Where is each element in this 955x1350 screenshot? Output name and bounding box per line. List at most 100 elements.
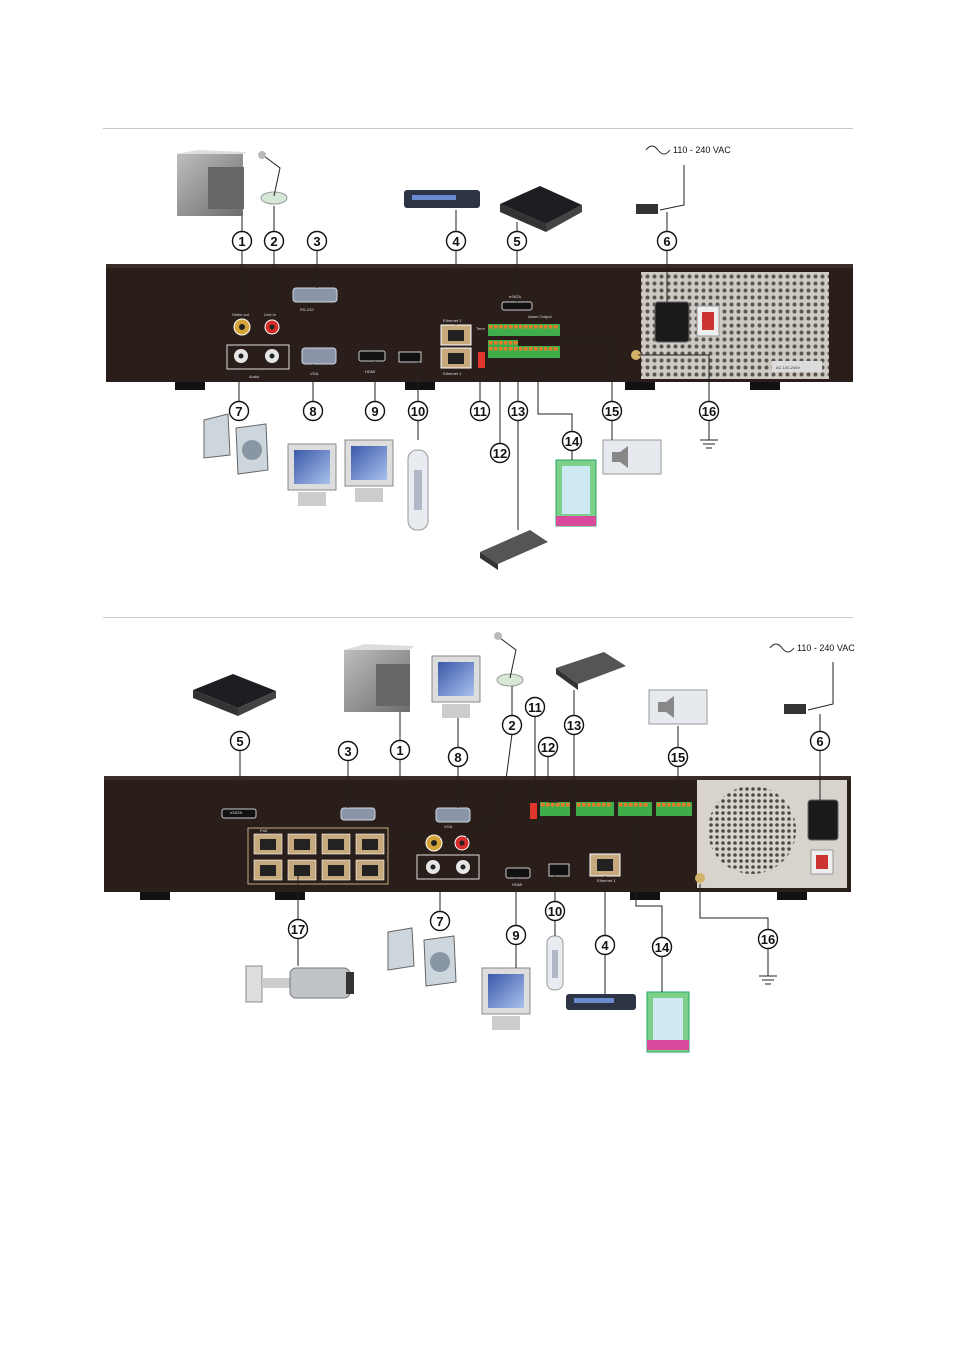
- svg-text:13: 13: [511, 404, 525, 419]
- svg-text:16: 16: [702, 404, 716, 419]
- callout-2: 2: [503, 716, 522, 735]
- terminal-block: [540, 802, 570, 816]
- callout-3: 3: [308, 232, 327, 251]
- ip-camera-device: [246, 966, 354, 1002]
- hdmi-label-top: HDMI: [365, 369, 375, 374]
- callout-7: 7: [230, 402, 249, 421]
- callout-6: 6: [658, 232, 677, 251]
- svg-text:13: 13: [567, 718, 581, 733]
- svg-text:16: 16: [761, 932, 775, 947]
- terminal-block: [488, 324, 560, 336]
- poe-port: [322, 860, 350, 880]
- callout-15: 15: [603, 402, 622, 421]
- ethernet2-label: Ethernet 2: [443, 318, 462, 323]
- callout-11: 11: [526, 698, 545, 717]
- power-socket-top: [655, 302, 689, 342]
- hdmi-label-bottom: HDMI: [512, 882, 522, 887]
- terminal-block: [488, 346, 560, 358]
- svg-text:2: 2: [508, 718, 515, 733]
- rs232-port-bottom: [341, 808, 375, 820]
- hdmi-port-bottom: [506, 868, 530, 878]
- ac-wave-top: [646, 146, 670, 154]
- fan-grille: [708, 786, 796, 874]
- alarm-output-siren-device: [603, 440, 661, 474]
- ac-wave-bottom: [770, 644, 794, 652]
- svg-text:10: 10: [411, 404, 425, 419]
- svg-text:10: 10: [548, 904, 562, 919]
- svg-text:6: 6: [663, 234, 670, 249]
- callout-10: 10: [546, 902, 565, 921]
- svg-text:9: 9: [512, 928, 519, 943]
- svg-text:5: 5: [513, 234, 520, 249]
- power-cord-bottom: [784, 662, 833, 714]
- svg-text:3: 3: [313, 234, 320, 249]
- svg-text:1: 1: [238, 234, 245, 249]
- power-label-bottom: 110 - 240 VAC: [797, 643, 855, 653]
- poe-port: [288, 834, 316, 854]
- svg-text:8: 8: [454, 750, 461, 765]
- esata-label-bottom: eSATA: [230, 810, 242, 815]
- power-cord-top: [636, 165, 684, 214]
- alarm-input-device-bottom: [647, 992, 689, 1052]
- vga-port: [302, 348, 336, 364]
- callout-10: 10: [409, 402, 428, 421]
- callout-3: 3: [339, 742, 358, 761]
- poe-port: [288, 860, 316, 880]
- callout-13: 13: [565, 716, 584, 735]
- svg-text:7: 7: [235, 404, 242, 419]
- svg-text:4: 4: [601, 938, 609, 953]
- callout-13: 13: [509, 402, 528, 421]
- audio-label: Audio: [249, 374, 260, 379]
- ground-symbol-top: [700, 430, 718, 448]
- usb-port: [399, 352, 421, 362]
- callout-6: 6: [811, 732, 830, 751]
- callout-8: 8: [449, 748, 468, 767]
- svg-text:14: 14: [565, 434, 580, 449]
- ethernet-label-bottom: Ethernet 1: [597, 878, 616, 883]
- callout-5: 5: [508, 232, 527, 251]
- alarm-output-label: Alarm Output: [528, 314, 552, 319]
- callout-17: 17: [289, 920, 308, 939]
- callout-15: 15: [669, 748, 688, 767]
- callout-8: 8: [304, 402, 323, 421]
- monitor-device-bottom: [344, 644, 414, 712]
- rs232-label: RS-232: [300, 307, 314, 312]
- power-socket-bottom: [808, 800, 838, 840]
- svg-text:4: 4: [452, 234, 460, 249]
- poe-port: [254, 834, 282, 854]
- callout-4: 4: [447, 232, 466, 251]
- vga-monitor-device-bottom: [432, 656, 480, 718]
- svg-text:5: 5: [236, 734, 243, 749]
- svg-text:7: 7: [436, 914, 443, 929]
- poe-port: [322, 834, 350, 854]
- callout-9: 9: [366, 402, 385, 421]
- callout-12: 12: [539, 738, 558, 757]
- hdmi-monitor-device: [345, 440, 393, 502]
- ethernet1-label: Ethernet 1: [443, 371, 462, 376]
- keyboard-controller-device: [480, 530, 548, 570]
- svg-text:11: 11: [528, 700, 542, 715]
- monitor-device: [177, 150, 247, 216]
- ac-label: AC 100-240V: [776, 365, 800, 370]
- vga-port-bottom: [436, 808, 470, 822]
- callout-7: 7: [431, 912, 450, 931]
- power-label-top: 110 - 240 VAC: [673, 145, 731, 155]
- callout-1: 1: [391, 741, 410, 760]
- usb-drive-device: [408, 450, 428, 530]
- poe-port: [356, 834, 384, 854]
- svg-text:8: 8: [309, 404, 316, 419]
- poe-port: [356, 860, 384, 880]
- hdmi-port: [359, 351, 385, 361]
- callout-5: 5: [231, 732, 250, 751]
- svg-text:14: 14: [655, 940, 670, 955]
- svg-text:6: 6: [816, 734, 823, 749]
- callout-4: 4: [596, 936, 615, 955]
- terminal-block: [618, 802, 652, 816]
- poe-port: [254, 860, 282, 880]
- microphone-device-bottom: [494, 632, 523, 686]
- usb-drive-device-bottom: [547, 936, 563, 990]
- callout-16: 16: [759, 930, 778, 949]
- terminal-block: [488, 340, 518, 346]
- svg-text:2: 2: [270, 234, 277, 249]
- callout-2: 2: [265, 232, 284, 251]
